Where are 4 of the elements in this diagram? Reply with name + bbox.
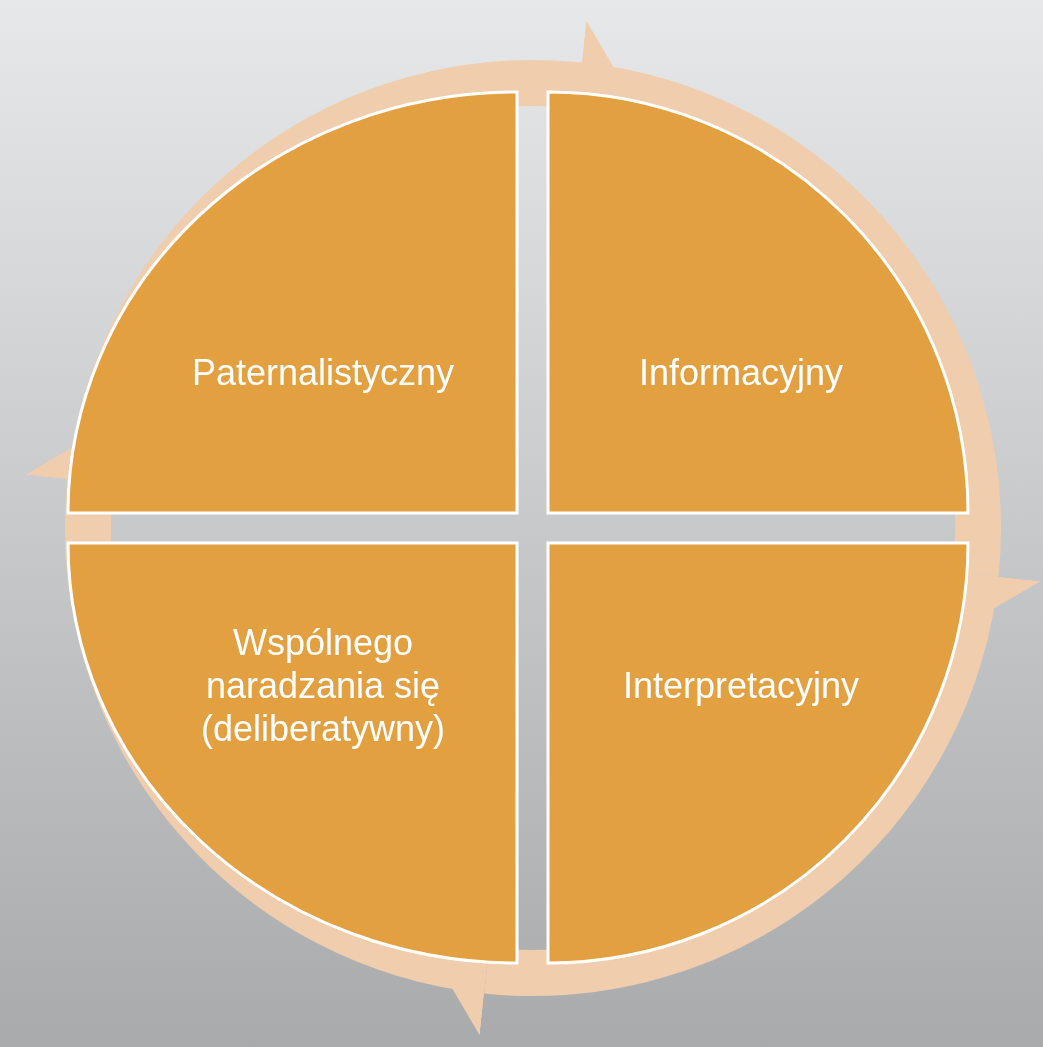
quadrant-label: Interpretacyjny xyxy=(621,664,861,708)
quadrant-label: Informacyjny xyxy=(637,351,845,395)
quadrant-label: Wspólnego naradzania się (deliberatywny) xyxy=(199,621,447,751)
quadrant-label: Paternalistyczny xyxy=(190,351,456,395)
